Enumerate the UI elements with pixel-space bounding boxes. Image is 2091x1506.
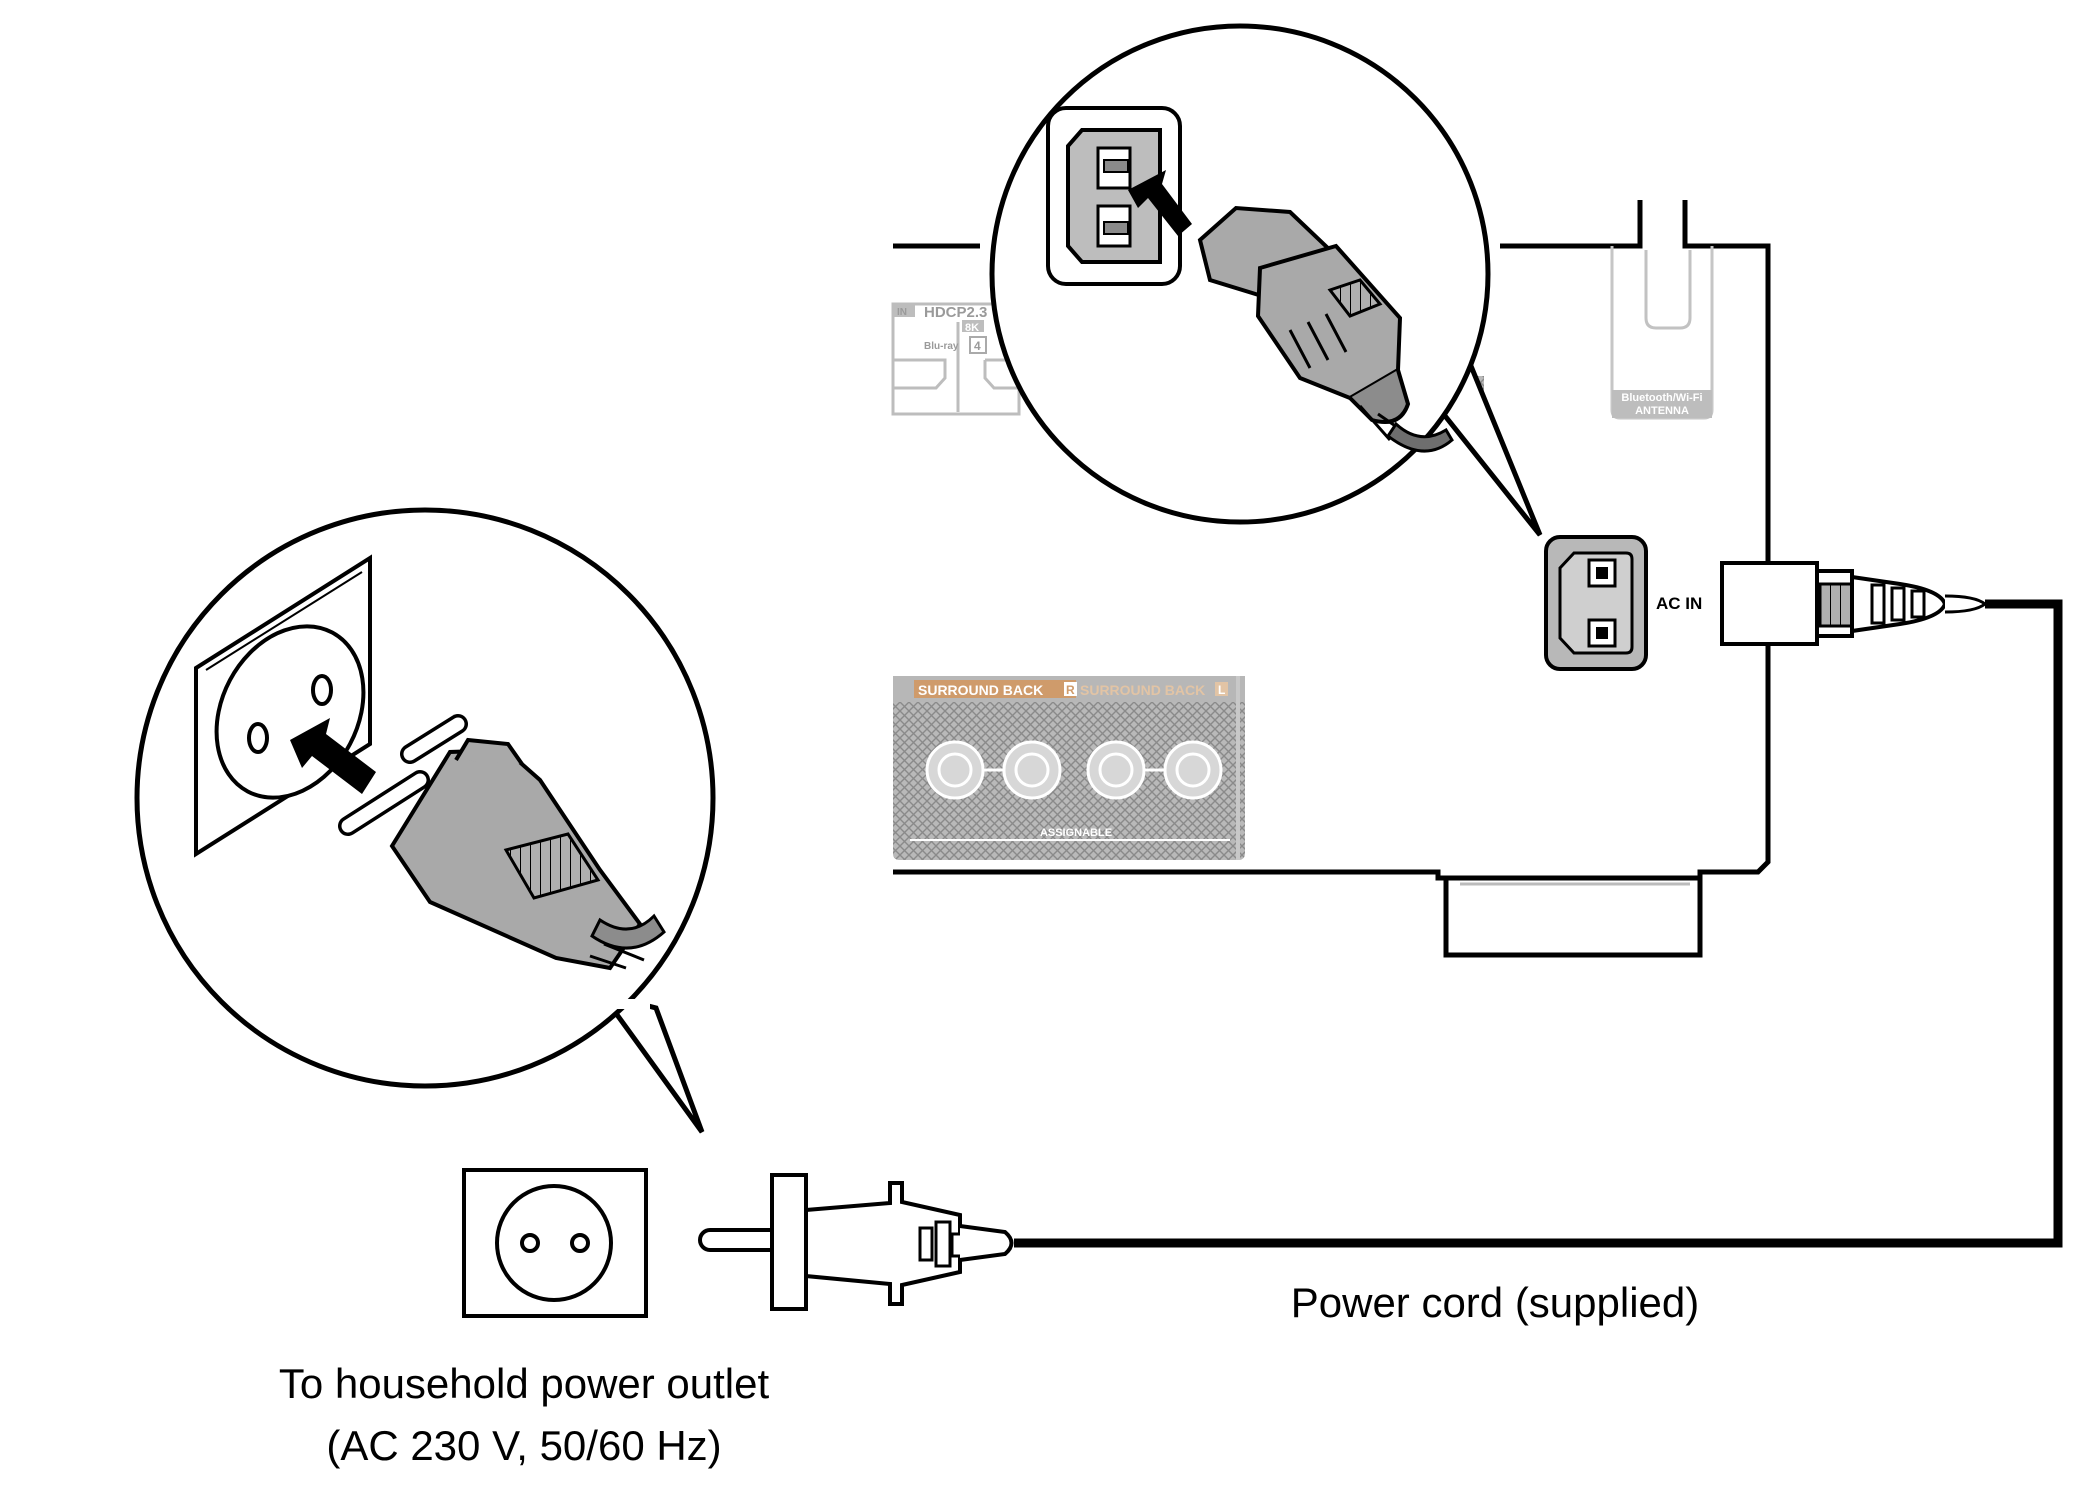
power-cord-label: Power cord (supplied): [1291, 1279, 1700, 1326]
wall-socket-closeup: [194, 554, 372, 858]
antenna-label-line1: Bluetooth/Wi-Fi: [1621, 392, 1702, 404]
iec-connector: [1720, 561, 1988, 646]
hdcp-label: HDCP2.3: [924, 304, 987, 321]
outlet-plug-callout: [134, 507, 716, 1134]
eight-k-label: 8K: [965, 322, 979, 334]
terminal-rplus: [925, 740, 985, 800]
terminal-rminus: [1002, 740, 1062, 800]
ac-in-socket: AC IN: [1544, 535, 1702, 671]
ac-in-label: AC IN: [1656, 594, 1702, 613]
insert-arrow-icon: [1128, 170, 1192, 236]
outlet-label-line2: (AC 230 V, 50/60 Hz): [326, 1422, 721, 1469]
surround-back-r-label: SURROUND BACK: [918, 682, 1043, 698]
terminal-lplus: [1086, 740, 1146, 800]
receiver-rear-panel: IN HDCP2.3 8K Blu-ray 4 Bluetooth/Wi-Fi …: [891, 200, 1771, 958]
insert-arrow-icon-2: [290, 718, 376, 794]
r-tag: R: [1066, 683, 1075, 697]
port-number: 4: [974, 339, 981, 353]
bluetooth-wifi-antenna: Bluetooth/Wi-Fi ANTENNA: [1610, 246, 1714, 420]
assignable-label: ASSIGNABLE: [1040, 827, 1112, 839]
europlug-connector: [698, 1173, 1014, 1311]
l-tag: L: [1218, 683, 1225, 697]
bluray-label: Blu-ray: [924, 341, 959, 352]
surround-back-l-label: SURROUND BACK: [1080, 682, 1205, 698]
ac-inlet-callout: [989, 23, 1543, 537]
in-tag: IN: [897, 307, 907, 318]
antenna-label-line2: ANTENNA: [1635, 405, 1689, 417]
surround-back-speaker-terminals: SURROUND BACK R SURROUND BACK L ASSIGNAB…: [893, 676, 1245, 860]
power-cord: [698, 561, 2063, 1311]
outlet-label-line1: To household power outlet: [279, 1360, 770, 1407]
terminal-lminus: [1163, 740, 1223, 800]
wall-outlet: [462, 1168, 648, 1318]
inlet-socket-closeup: [1046, 106, 1182, 286]
europlug-closeup: [338, 714, 666, 971]
iec-plug-closeup: [1197, 205, 1454, 453]
